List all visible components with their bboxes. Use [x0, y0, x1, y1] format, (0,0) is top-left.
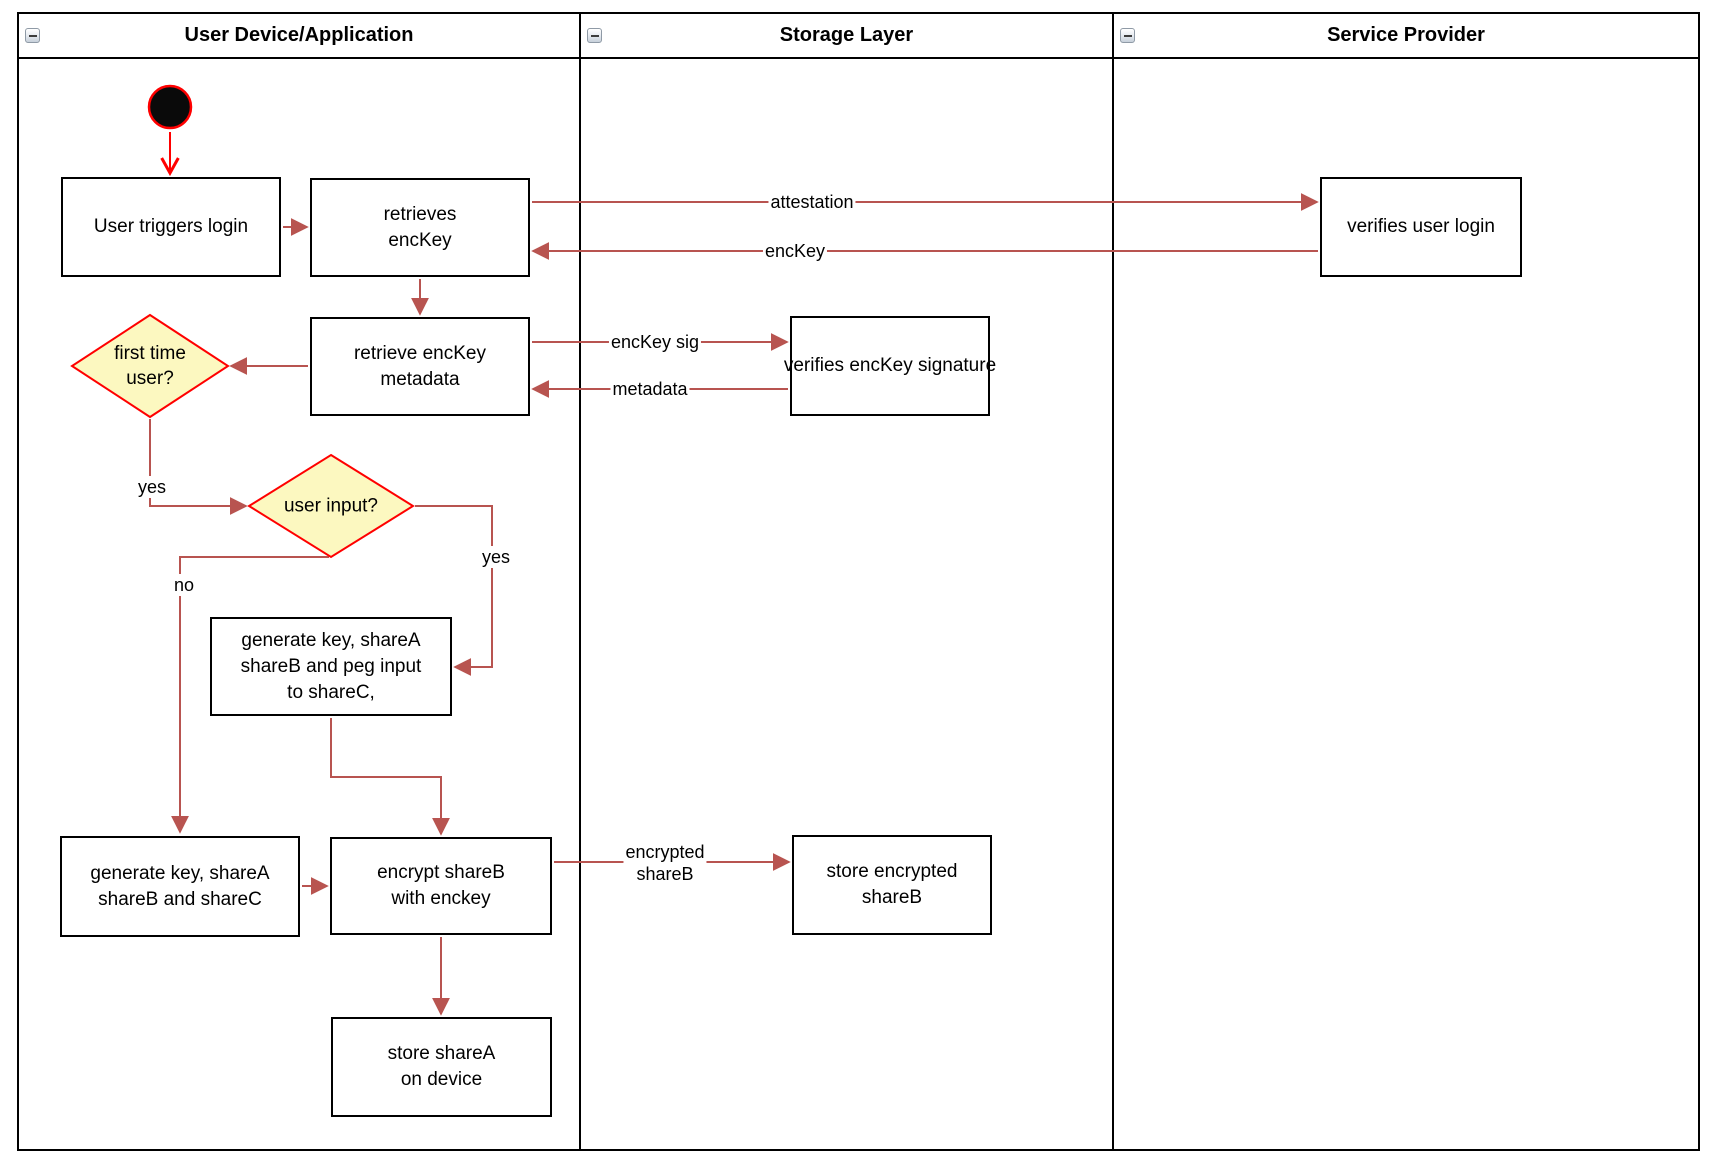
lane-title: Storage Layer	[779, 24, 914, 46]
node-label: verifies user login	[1347, 216, 1495, 237]
node-encrypt-shareb[interactable]: encrypt shareB with enckey	[330, 837, 552, 935]
node-label: store encrypted	[826, 861, 958, 882]
node-label: retrieve encKey	[353, 342, 486, 364]
edge-label-attestation: attestation	[768, 191, 856, 213]
edge-label-user-input-no: no	[171, 574, 197, 596]
node-label: user input?	[283, 495, 379, 517]
node-generate-key-peg-input[interactable]: generate key, shareA shareB and peg inpu…	[210, 617, 452, 716]
minus-icon	[590, 34, 599, 37]
node-label: on device	[400, 1069, 483, 1090]
node-user-triggers-login[interactable]: User triggers login	[61, 177, 281, 277]
node-label: metadata	[380, 368, 460, 390]
node-label: verifies encKey signature	[783, 355, 997, 376]
edge-user-input-no	[171, 556, 329, 834]
node-label: to shareC,	[287, 681, 375, 703]
lane-title: Service Provider	[1327, 24, 1485, 46]
node-label: shareB	[861, 887, 923, 908]
pool-border	[17, 12, 1700, 1151]
edge-label-enckey-sig: encKey sig	[608, 331, 702, 353]
edge-label-user-input-yes: yes	[479, 546, 513, 568]
lane-title: User Device/Application	[184, 24, 414, 46]
lane-collapse-button[interactable]	[587, 28, 602, 43]
node-label: store shareA	[387, 1043, 496, 1064]
first-time-user-label: first time user?	[114, 341, 186, 391]
node-store-encrypted-shareb[interactable]: store encrypted shareB	[792, 835, 992, 935]
user-input-diamond[interactable]	[247, 453, 415, 559]
lane-header-service-provider: Service Provider	[1113, 13, 1699, 58]
user-input-label: user input?	[284, 494, 378, 519]
edge-peg-to-encrypt	[330, 718, 450, 836]
edge-label-enckey: encKey	[762, 240, 828, 262]
edge-label-first-time-yes: yes	[135, 476, 169, 498]
node-retrieves-enckey[interactable]: retrieves encKey	[310, 178, 530, 277]
node-label: generate key, shareA	[241, 629, 421, 651]
node-label: encKey	[388, 229, 452, 251]
node-label: first time	[114, 343, 186, 364]
node-verifies-user-login[interactable]: verifies user login	[1320, 177, 1522, 277]
edge-label-metadata: metadata	[610, 378, 690, 400]
node-label: shareB and shareC	[98, 888, 262, 910]
first-time-user-diamond[interactable]	[70, 313, 230, 419]
minus-icon	[28, 34, 37, 37]
lane-header-user-device: User Device/Application	[18, 13, 580, 58]
node-label: user?	[126, 368, 174, 389]
edge-user-input-yes	[415, 505, 493, 676]
node-label: User triggers login	[93, 216, 249, 237]
node-label: shareB and peg input	[240, 655, 422, 677]
node-label: with enckey	[391, 888, 491, 909]
lane-header-storage-layer: Storage Layer	[580, 13, 1113, 58]
edge-label-line: shareB	[636, 864, 694, 884]
node-label: retrieves	[383, 203, 457, 225]
node-store-sharea[interactable]: store shareA on device	[331, 1017, 552, 1117]
lane-collapse-button[interactable]	[1120, 28, 1135, 43]
node-label: generate key, shareA	[90, 862, 270, 884]
node-verifies-enckey-signature[interactable]: verifies encKey signature	[784, 316, 996, 416]
lane-collapse-button[interactable]	[25, 28, 40, 43]
minus-icon	[1123, 34, 1132, 37]
edge-first-time-yes	[149, 419, 248, 515]
node-retrieve-enckey-metadata[interactable]: retrieve encKey metadata	[310, 317, 530, 416]
start-node[interactable]	[147, 84, 193, 130]
node-generate-key-shares[interactable]: generate key, shareA shareB and shareC	[60, 836, 300, 937]
edge-label-line: encrypted	[625, 842, 705, 862]
edge-label-encrypted-shareb: encrypted shareB	[623, 841, 707, 885]
node-label: encrypt shareB	[377, 862, 505, 883]
